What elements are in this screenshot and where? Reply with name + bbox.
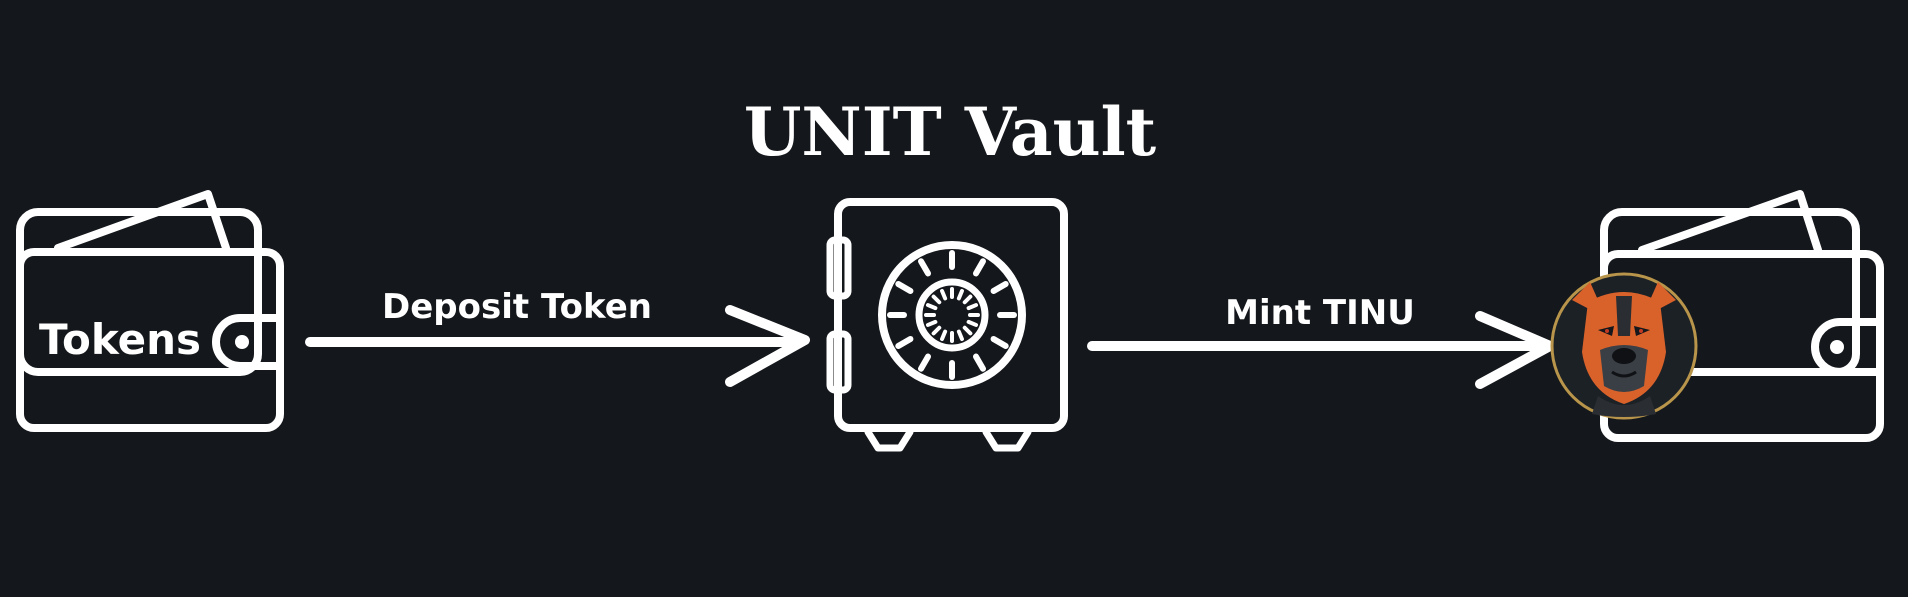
dial-tick	[895, 281, 914, 294]
dial-notch	[940, 288, 948, 301]
dial-notch	[966, 303, 979, 311]
dial-notch	[940, 329, 948, 342]
dial-notch	[931, 325, 942, 336]
dial-notch	[956, 329, 964, 342]
dial-notch	[962, 294, 973, 305]
wallet-left-icon	[16, 190, 284, 432]
mint-arrow	[1087, 311, 1555, 389]
dial-tick	[918, 258, 931, 277]
dial-tick	[973, 353, 986, 372]
deposit-arrow	[305, 305, 810, 387]
dial-notch	[931, 294, 942, 305]
dial-tick	[918, 353, 931, 372]
dial-notch	[925, 303, 938, 311]
mint-arrow-label: Mint TINU	[1225, 293, 1415, 333]
wallet-left-label: Tokens	[39, 315, 201, 364]
dial-notch	[925, 319, 938, 327]
diagram-title: UNIT Vault	[744, 93, 1157, 171]
dial-notch	[966, 319, 979, 327]
dog-avatar	[1550, 272, 1698, 420]
deposit-arrow-label: Deposit Token	[382, 287, 652, 327]
dial-notch	[962, 325, 973, 336]
dial-notch	[956, 288, 964, 301]
safe-icon	[826, 198, 1068, 452]
dial-tick	[973, 258, 986, 277]
dial-tick	[895, 336, 914, 349]
dial-tick	[990, 336, 1009, 349]
dial-tick	[990, 281, 1009, 294]
